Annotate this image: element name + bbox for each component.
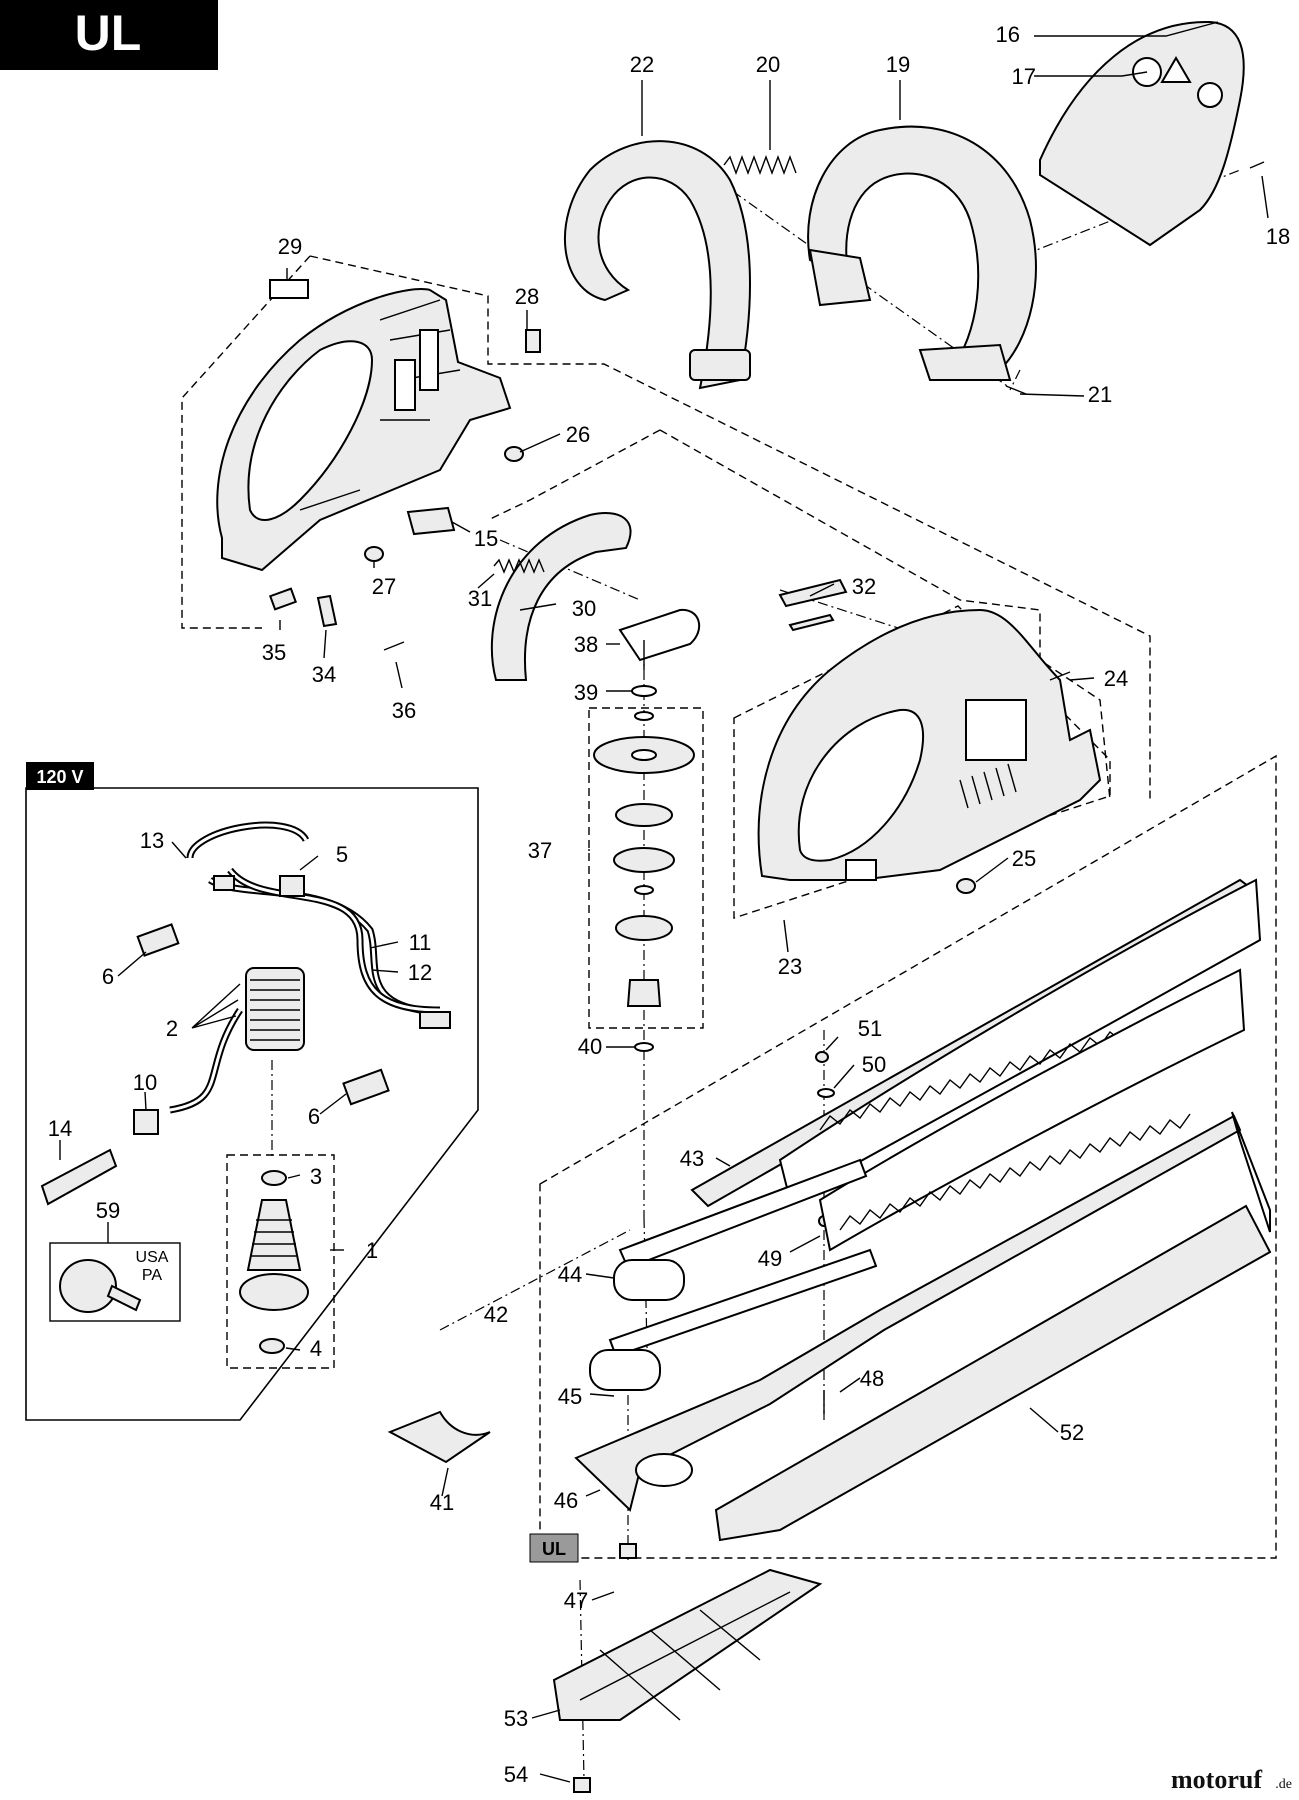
svg-text:PA: PA <box>142 1267 162 1284</box>
svg-text:motoruf: motoruf <box>1171 1765 1262 1794</box>
callout-54: 54 <box>504 1762 528 1787</box>
callout-20: 20 <box>756 52 780 77</box>
svg-text:.de: .de <box>1275 1777 1292 1792</box>
callout-44: 44 <box>558 1262 582 1287</box>
callout-41: 41 <box>430 1490 454 1515</box>
svg-text:UL: UL <box>75 5 142 61</box>
blade-kit-tag: UL <box>529 1533 579 1563</box>
callout-50: 50 <box>862 1052 886 1077</box>
right-housing-half-23 <box>757 608 1102 881</box>
callout-5: 5 <box>336 842 348 867</box>
guard-30 <box>490 512 632 681</box>
callout-49: 49 <box>758 1246 782 1271</box>
model-tag: UL <box>0 0 218 70</box>
callout-28: 28 <box>515 284 539 309</box>
callout-26: 26 <box>566 422 590 447</box>
svg-text:UL: UL <box>542 1539 566 1559</box>
callout-30: 30 <box>572 596 596 621</box>
svg-text:USA: USA <box>136 1249 169 1266</box>
callout-24: 24 <box>1104 666 1128 691</box>
callout-4: 4 <box>310 1336 322 1361</box>
callout-53: 53 <box>504 1706 528 1731</box>
callout-40: 40 <box>578 1034 602 1059</box>
callout-14: 14 <box>48 1116 72 1141</box>
callout-27: 27 <box>372 574 396 599</box>
callout-35: 35 <box>262 640 286 665</box>
callout-23: 23 <box>778 954 802 979</box>
callout-17: 17 <box>1012 64 1036 89</box>
callout-47: 47 <box>564 1588 588 1613</box>
bracket-41 <box>387 1410 491 1464</box>
callout-32: 32 <box>852 574 876 599</box>
callout-43: 43 <box>680 1146 704 1171</box>
callout-labels: 16 17 18 22 20 19 21 29 28 26 15 27 31 3… <box>48 22 1290 1787</box>
handle-cover-16 <box>1039 20 1245 247</box>
callout-6b: 6 <box>308 1104 320 1129</box>
callout-15: 15 <box>474 526 498 551</box>
callout-31: 31 <box>468 586 492 611</box>
callout-46: 46 <box>554 1488 578 1513</box>
callout-1: 1 <box>366 1238 378 1263</box>
callout-48: 48 <box>860 1366 884 1391</box>
callout-21: 21 <box>1088 382 1112 407</box>
svg-text:120 V: 120 V <box>36 767 83 787</box>
callout-37: 37 <box>528 838 552 863</box>
callout-2: 2 <box>166 1016 178 1041</box>
callout-25: 25 <box>1012 846 1036 871</box>
callout-22: 22 <box>630 52 654 77</box>
callout-38: 38 <box>574 632 598 657</box>
callout-13: 13 <box>140 828 164 853</box>
callout-51: 51 <box>858 1016 882 1041</box>
callout-16: 16 <box>996 22 1020 47</box>
blade-sheath-53 <box>552 1568 823 1721</box>
callout-6a: 6 <box>102 964 114 989</box>
callout-18: 18 <box>1266 224 1290 249</box>
rear-handle-19 <box>807 125 1037 381</box>
callout-19: 19 <box>886 52 910 77</box>
spring-31 <box>493 558 545 574</box>
callout-42: 42 <box>484 1302 508 1327</box>
gear-assembly-37 <box>593 608 700 1052</box>
callout-45: 45 <box>558 1384 582 1409</box>
front-handle-22 <box>563 140 751 390</box>
blade-assembly-42 <box>574 878 1272 1542</box>
left-housing-half <box>216 288 512 572</box>
callout-34: 34 <box>312 662 336 687</box>
callout-59: 59 <box>96 1198 120 1223</box>
callout-36: 36 <box>392 698 416 723</box>
callout-39: 39 <box>574 680 598 705</box>
callout-11: 11 <box>409 930 432 955</box>
callout-52: 52 <box>1060 1420 1084 1445</box>
voltage-inset: 120 V USA PA <box>25 762 479 1421</box>
callout-12: 12 <box>408 960 432 985</box>
callout-29: 29 <box>278 234 302 259</box>
spring-20 <box>723 155 797 175</box>
callout-3: 3 <box>310 1164 322 1189</box>
leader-lines <box>59 21 1269 1783</box>
watermark: motoruf .de <box>1171 1765 1292 1794</box>
callout-10: 10 <box>133 1070 157 1095</box>
